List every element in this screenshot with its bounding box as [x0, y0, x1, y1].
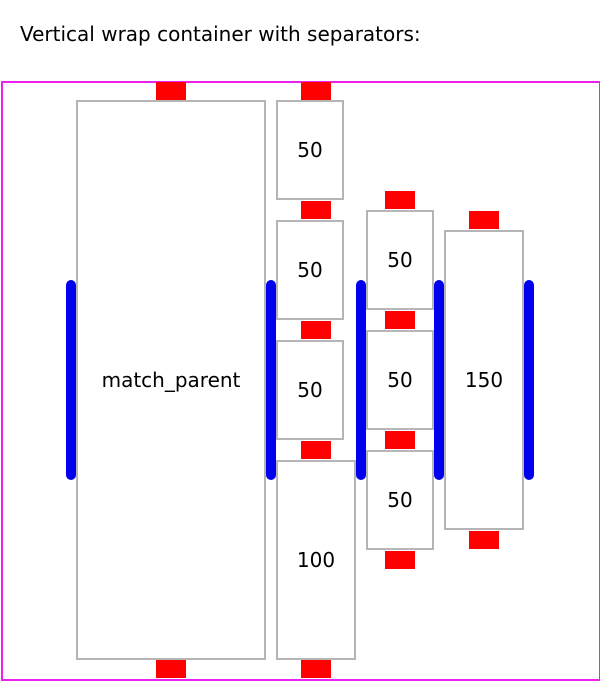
- item-50: 50: [366, 210, 434, 310]
- item-50: 50: [276, 340, 344, 440]
- item-150: 150: [444, 230, 524, 530]
- item-separator: [469, 211, 499, 229]
- item-separator: [301, 441, 331, 459]
- item-50: 50: [276, 220, 344, 320]
- page-title: Vertical wrap container with separators:: [20, 22, 421, 46]
- item-separator: [385, 431, 415, 449]
- line-separator: [266, 280, 276, 480]
- line-separator: [434, 280, 444, 480]
- line-separator: [66, 280, 76, 480]
- item-separator: [469, 531, 499, 549]
- item-separator: [301, 321, 331, 339]
- item-50: 50: [366, 330, 434, 430]
- item-50: 50: [366, 450, 434, 550]
- item-100: 100: [276, 460, 356, 660]
- item-separator: [301, 660, 331, 678]
- item-separator: [385, 311, 415, 329]
- item-separator: [156, 82, 186, 100]
- line-separator: [524, 280, 534, 480]
- match-parent-item: match_parent: [76, 100, 266, 660]
- item-50: 50: [276, 100, 344, 200]
- line-separator: [356, 280, 366, 480]
- item-separator: [301, 201, 331, 219]
- item-separator: [385, 551, 415, 569]
- item-separator: [301, 82, 331, 100]
- item-separator: [385, 191, 415, 209]
- item-separator: [156, 660, 186, 678]
